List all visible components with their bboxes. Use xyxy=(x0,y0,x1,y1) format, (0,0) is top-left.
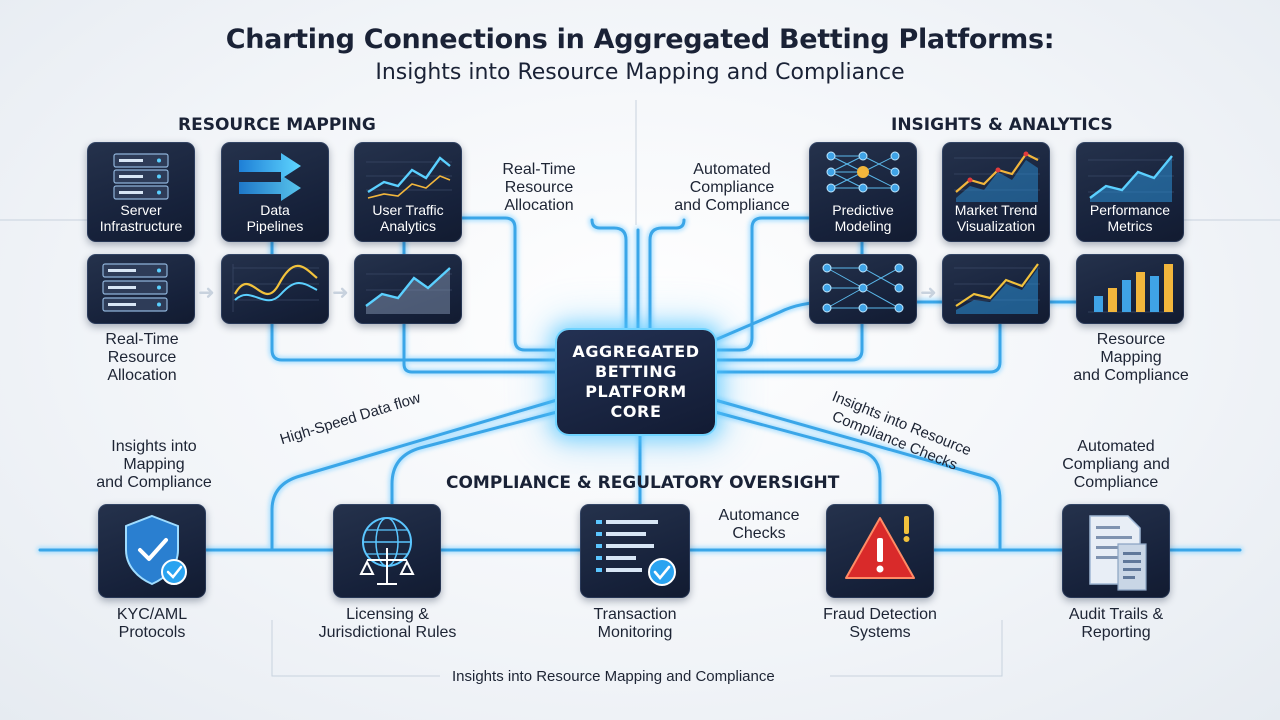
wire-segment xyxy=(713,240,864,362)
wire-segment xyxy=(402,240,559,374)
section-resource-mapping: RESOURCE MAPPING xyxy=(178,115,376,135)
area-chart-icon xyxy=(365,267,452,314)
wire-glow-segment xyxy=(646,216,688,334)
wire-segment xyxy=(713,410,882,506)
wire-segment xyxy=(390,410,559,506)
trend-chart-icon xyxy=(954,151,1040,202)
network-graph-tile[interactable] xyxy=(809,254,917,324)
audit-trails-label: Audit Trails &Reporting xyxy=(1068,606,1164,641)
fraud-detection-tile[interactable] xyxy=(826,504,934,598)
transaction-monitoring-tile[interactable] xyxy=(580,504,690,598)
neural-network-icon xyxy=(826,151,900,193)
trend-line-tile[interactable] xyxy=(942,254,1050,324)
document-report-icon xyxy=(1089,515,1147,591)
bar-chart-icon xyxy=(1088,264,1174,313)
section-compliance: COMPLIANCE & REGULATORY OVERSIGHT xyxy=(446,473,840,493)
audit-trails-tile[interactable] xyxy=(1062,504,1170,598)
wire-glow-segment xyxy=(458,214,561,354)
bar-chart-tile[interactable] xyxy=(1076,254,1184,324)
transaction-list-check-icon xyxy=(596,520,676,586)
licensing-tile[interactable] xyxy=(333,504,441,598)
wire-segment xyxy=(270,240,559,362)
area-chart-icon xyxy=(1088,155,1174,202)
frame-lines xyxy=(0,100,1280,677)
wire-glow-segment xyxy=(711,320,1004,376)
licensing-label: Licensing &Jurisdictional Rules xyxy=(318,606,457,641)
data-pipeline-arrows-icon xyxy=(239,153,301,201)
wire-segment xyxy=(590,218,628,332)
page-title: Charting Connections in Aggregated Betti… xyxy=(225,24,1055,55)
footer-label: Insights into Resource Mapping and Compl… xyxy=(452,668,775,685)
traffic-area-chart-tile[interactable] xyxy=(354,254,462,324)
shield-check-icon xyxy=(125,514,187,586)
wire-segment xyxy=(713,322,1002,374)
arrow-right-icon: ➜ xyxy=(198,282,215,304)
server-rack-icon xyxy=(102,263,168,312)
line-chart-icon xyxy=(366,156,452,199)
wire-lines xyxy=(38,216,1242,552)
server-rack-tile[interactable] xyxy=(87,254,195,324)
globe-scales-icon xyxy=(359,517,415,585)
arrow-right-icon: ➜ xyxy=(332,282,349,304)
kyc-aml-tile[interactable] xyxy=(98,504,206,598)
section-insights-analytics: INSIGHTS & ANALYTICS xyxy=(891,115,1113,135)
wire-segment xyxy=(648,218,686,332)
server-rack-icon xyxy=(113,153,169,200)
wave-chart-icon xyxy=(232,264,319,312)
wire-segment xyxy=(713,398,1002,552)
page-subtitle: Insights into Resource Mapping and Compl… xyxy=(375,60,905,85)
trend-chart-icon xyxy=(954,263,1040,314)
network-graph-icon xyxy=(822,263,904,313)
wire-glow-segment xyxy=(588,216,630,334)
pipeline-chart-tile[interactable] xyxy=(221,254,329,324)
arrow-right-icon: ➜ xyxy=(920,282,937,304)
warning-triangle-icon xyxy=(845,516,915,579)
wire-segment xyxy=(460,216,559,352)
wire-segment xyxy=(270,398,559,552)
wire-segment xyxy=(713,216,811,352)
